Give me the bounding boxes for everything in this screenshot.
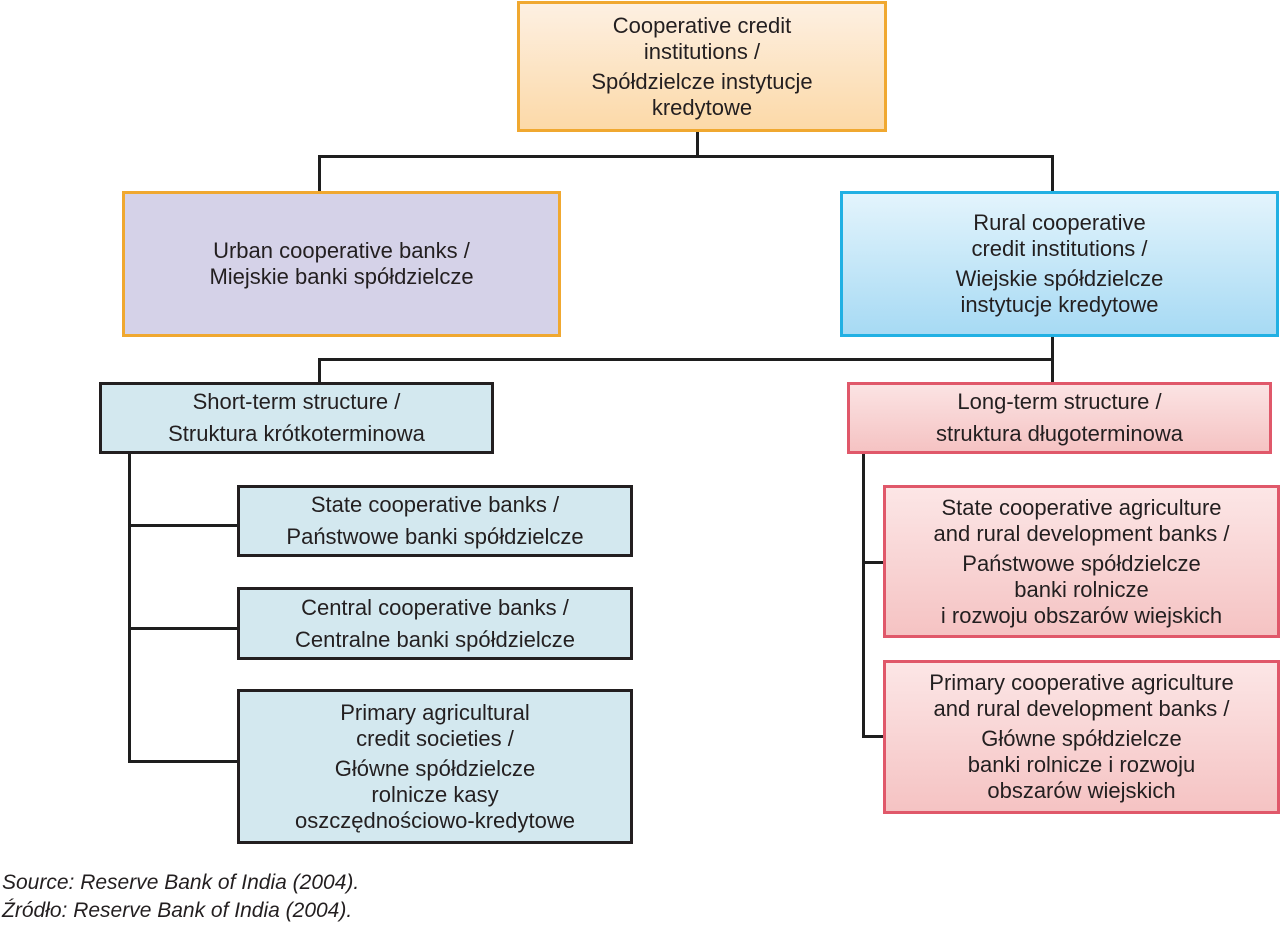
node-label-en: and rural development banks / bbox=[933, 520, 1230, 546]
node-label-en: credit institutions / bbox=[971, 236, 1148, 261]
node-label-pl: Spółdzielcze instytucje bbox=[591, 68, 813, 94]
node-label-pl: struktura długoterminowa bbox=[935, 421, 1183, 446]
node-label-en: Primary cooperative agriculture bbox=[929, 670, 1234, 695]
connector-to-state-agri-rural bbox=[862, 561, 884, 564]
node-label-en: credit societies / bbox=[356, 725, 514, 751]
source-note: Source: Reserve Bank of India (2004). Źr… bbox=[2, 869, 359, 925]
connector-root-down bbox=[696, 132, 699, 157]
connector-to-primary-agri bbox=[128, 760, 238, 763]
connector-to-rural bbox=[1051, 155, 1054, 191]
node-long-term-structure: Long-term structure / struktura długoterm… bbox=[847, 382, 1272, 454]
source-en: Source: Reserve Bank of India (2004). bbox=[2, 871, 360, 894]
node-state-cooperative-banks: State cooperative banks / Państwowe banki… bbox=[237, 485, 633, 557]
connector-long-term-spine bbox=[862, 454, 865, 737]
node-label-pl: Wiejskie spółdzielcze bbox=[955, 266, 1164, 291]
node-label-en: Long-term structure / bbox=[957, 389, 1162, 414]
node-label-en: Short-term structure / bbox=[192, 389, 401, 414]
node-label-pl: Miejskie banki spółdzielcze bbox=[209, 264, 474, 289]
node-label-en: Rural cooperative bbox=[973, 210, 1146, 235]
node-short-term-structure: Short-term structure / Struktura krótkote… bbox=[99, 382, 494, 454]
connector-short-term-spine bbox=[128, 454, 131, 762]
node-urban-cooperative-banks: Urban cooperative banks /Miejskie banki … bbox=[122, 191, 561, 337]
node-label-en: Cooperative credit bbox=[612, 12, 792, 38]
connector-to-central-coop bbox=[128, 627, 238, 630]
node-label-pl: rolnicze kasy bbox=[371, 781, 499, 807]
node-central-cooperative-banks: Central cooperative banks / Centralne ban… bbox=[237, 587, 633, 660]
node-label-en: State cooperative agriculture bbox=[941, 494, 1222, 520]
node-label-pl: oszczędnościowo-kredytowe bbox=[294, 807, 576, 833]
node-label-pl: banki rolnicze bbox=[1014, 576, 1149, 602]
connector-level2-bar bbox=[318, 358, 1054, 361]
node-label-en: Primary agricultural bbox=[340, 699, 530, 725]
node-label-en: Central cooperative banks / bbox=[301, 594, 569, 620]
node-label-pl: Główne spółdzielcze bbox=[334, 755, 536, 781]
node-label-pl: i rozwoju obszarów wiejskich bbox=[940, 602, 1223, 628]
source-pl: Źródło: Reserve Bank of India (2004). bbox=[2, 899, 353, 922]
node-label-pl: Struktura krótkoterminowa bbox=[168, 421, 425, 446]
connector-level1-bar bbox=[318, 155, 1054, 158]
node-label-pl: instytucje kredytowe bbox=[960, 292, 1159, 317]
node-label-pl: Główne spółdzielcze bbox=[981, 726, 1182, 751]
node-label-pl: Centralne banki spółdzielcze bbox=[294, 626, 576, 652]
connector-to-primary-agri-rural bbox=[862, 735, 884, 738]
node-label-en: Urban cooperative banks / bbox=[213, 238, 470, 263]
node-label-en: State cooperative banks / bbox=[310, 492, 560, 517]
node-label-pl: obszarów wiejskich bbox=[987, 778, 1176, 803]
connector-to-urban bbox=[318, 155, 321, 191]
connector-to-state-coop bbox=[128, 524, 238, 527]
node-label-pl: Państwowe spółdzielcze bbox=[962, 550, 1201, 576]
connector-to-short-term bbox=[318, 358, 321, 382]
node-label-en: and rural development banks / bbox=[933, 696, 1230, 721]
node-label-pl: banki rolnicze i rozwoju bbox=[967, 752, 1196, 777]
node-label-en: institutions / bbox=[643, 38, 761, 64]
node-label-pl: Państwowe banki spółdzielcze bbox=[286, 524, 584, 549]
node-label-pl: kredytowe bbox=[651, 94, 753, 120]
